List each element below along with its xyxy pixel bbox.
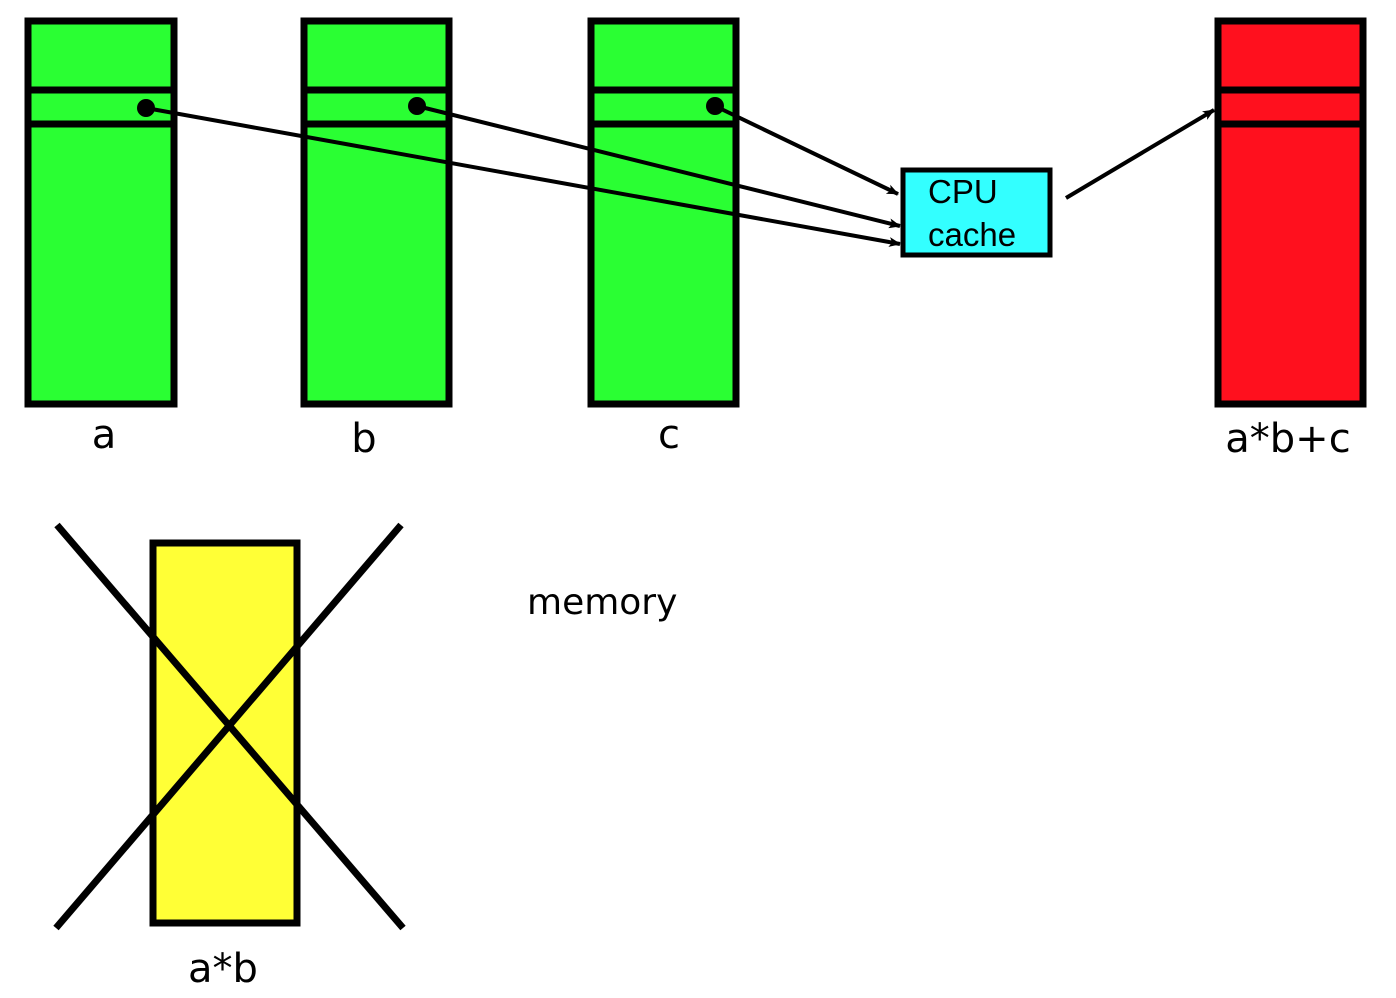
array-a-label: a: [92, 412, 117, 458]
array-result-highlighted-element: [1214, 86, 1367, 128]
array-result: [1214, 17, 1367, 408]
array-temp-label: a*b: [188, 946, 258, 992]
array-a: [24, 17, 178, 408]
arrow-b-to-cache: [416, 104, 901, 229]
cpu-cache-box: [900, 167, 1053, 258]
array-b-body: [300, 17, 453, 408]
array-result-body: [1214, 17, 1367, 408]
array-b: [300, 17, 453, 408]
element-a-dot: [137, 99, 155, 117]
load-arrows: [137, 97, 901, 247]
element-c-dot: [706, 97, 724, 115]
arrow-c-to-cache: [714, 104, 899, 196]
memory-label: memory: [527, 582, 677, 623]
array-b-label: b: [351, 416, 376, 462]
array-temp: [53, 522, 406, 931]
arrow-a-to-cache: [145, 106, 901, 247]
cross-out-line-2: [53, 522, 404, 931]
cpu-cache-label-line1: CPU: [928, 173, 998, 210]
arrow-cache-to-result: [1064, 108, 1216, 200]
array-result-label: a*b+c: [1225, 416, 1350, 462]
array-c: [587, 17, 740, 408]
cpu-cache: CPU cache: [900, 167, 1053, 258]
array-c-label: c: [658, 412, 680, 458]
element-b-dot: [408, 97, 426, 115]
cpu-cache-label-line2: cache: [928, 216, 1016, 253]
array-c-body: [587, 17, 740, 408]
array-a-body: [24, 17, 178, 408]
